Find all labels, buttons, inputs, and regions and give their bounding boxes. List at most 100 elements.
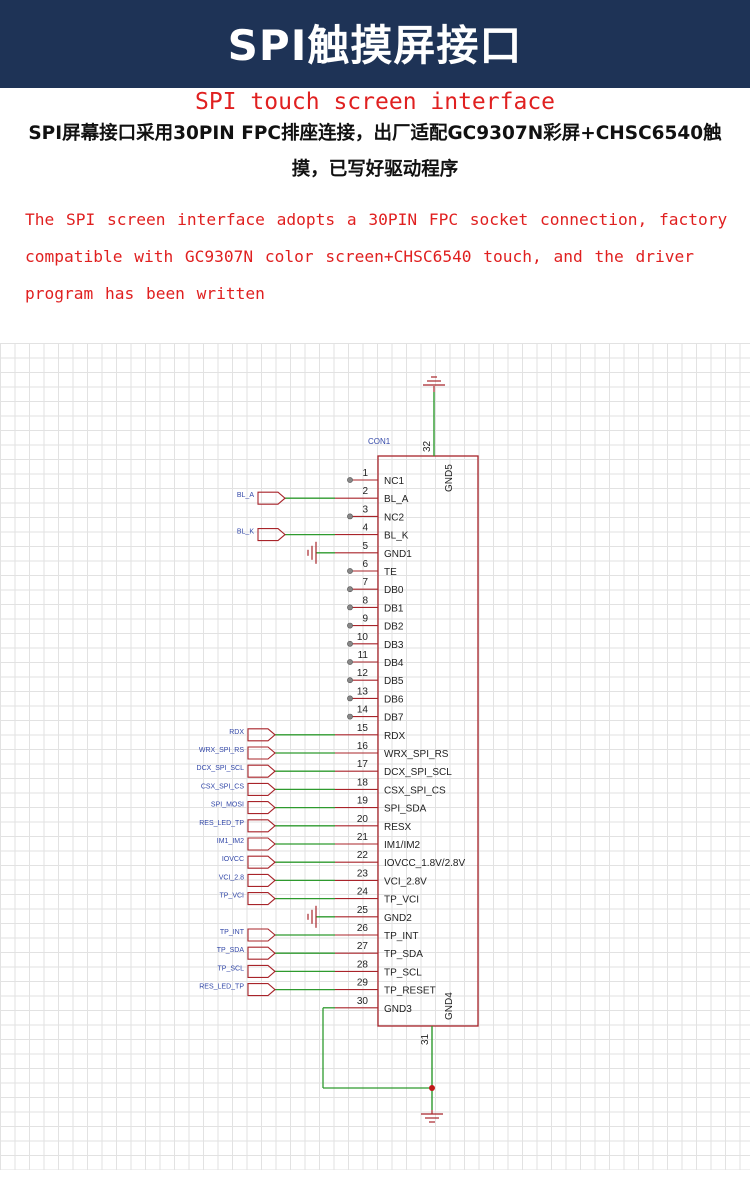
pin-number: 7 — [362, 577, 368, 588]
pin-name: NC1 — [384, 476, 404, 487]
pin-number: 23 — [357, 868, 369, 879]
pin-number: 15 — [357, 723, 369, 734]
net-port-flag — [247, 801, 276, 815]
pin-name: TP_INT — [384, 931, 418, 942]
pin-name: GND1 — [384, 549, 412, 560]
pin-name: DB5 — [384, 676, 404, 687]
pin-name: GND2 — [384, 913, 412, 924]
pin-number: 24 — [357, 887, 369, 898]
pin-number: 22 — [357, 850, 369, 861]
schematic-grid — [0, 343, 750, 1170]
pin-name: DCX_SPI_SCL — [384, 767, 452, 778]
net-label: BL_K — [237, 529, 254, 536]
pin-name: IOVCC_1.8V/2.8V — [384, 858, 465, 869]
net-port-flag — [257, 528, 286, 542]
pin-number: 9 — [362, 614, 368, 625]
pin-number: 20 — [357, 814, 369, 825]
net-label: DCX_SPI_SCL — [197, 765, 245, 772]
net-port-flag — [247, 837, 276, 851]
pin-number: 21 — [357, 832, 369, 843]
net-label: CSX_SPI_CS — [201, 783, 245, 790]
no-connect-dot — [347, 695, 353, 702]
description-chinese: SPI屏幕接口采用30PIN FPC排座连接，出厂适配GC9307N彩屏+CHS… — [28, 123, 722, 180]
net-label: RES_LED_TP — [199, 820, 244, 827]
pin-number: 13 — [357, 686, 369, 697]
pin-name: DB2 — [384, 622, 404, 633]
pin-name: CSX_SPI_CS — [384, 785, 446, 796]
net-label: VCI_2.8 — [219, 874, 244, 881]
pin-number: 27 — [357, 941, 369, 952]
net-port-flag — [247, 946, 276, 960]
subtitle-english: SPI touch screen interface — [194, 89, 556, 115]
pin-name: DB6 — [384, 694, 404, 705]
net-label: TP_INT — [220, 929, 245, 936]
pin-number: 2 — [362, 486, 368, 497]
pin-name: IM1/IM2 — [384, 840, 421, 851]
ground-symbol-icon — [423, 376, 445, 386]
net-label: TP_SCL — [218, 965, 245, 972]
pin-name: DB3 — [384, 640, 404, 651]
pin-number: 19 — [357, 796, 369, 807]
bottom-pin-name: GND4 — [444, 992, 455, 1020]
pin-name: VCI_2.8V — [384, 876, 427, 887]
no-connect-dot — [347, 713, 353, 720]
connector-body — [377, 455, 479, 1027]
net-label: IM1_IM2 — [217, 838, 244, 845]
pin-name: TP_VCI — [384, 895, 419, 906]
no-connect-dot — [347, 659, 353, 665]
pin-number: 28 — [357, 959, 369, 970]
pin-number: 1 — [362, 468, 368, 479]
pin-name: DB7 — [384, 713, 404, 724]
pin-number: 6 — [362, 559, 368, 570]
pin-number: 10 — [357, 632, 369, 643]
net-port-flag — [247, 746, 276, 760]
bottom-pin-number: 31 — [420, 1033, 431, 1045]
pin-number: 14 — [357, 705, 369, 716]
pin-name: DB4 — [384, 658, 404, 669]
no-connect-dot — [347, 513, 353, 520]
net-label: TP_SDA — [217, 947, 245, 954]
pin-name: RDX — [384, 731, 405, 742]
net-label: BL_A — [237, 492, 254, 499]
no-connect-dot — [347, 568, 353, 574]
pin-name: TP_SDA — [384, 949, 423, 960]
component-ref-label: CON1 — [368, 437, 391, 446]
description-english: The SPI screen interface adopts a 30PIN … — [25, 210, 728, 303]
pin-number: 18 — [357, 777, 369, 788]
net-port-flag — [247, 819, 276, 833]
pin-number: 3 — [362, 504, 368, 515]
pin-number: 8 — [362, 595, 368, 606]
ground-symbol-icon — [307, 905, 317, 928]
pin-name: NC2 — [384, 512, 404, 523]
net-label: SPI_MOSI — [211, 802, 244, 809]
junction-dot — [429, 1085, 435, 1091]
pin-number: 5 — [362, 541, 368, 552]
no-connect-dot — [347, 677, 353, 684]
pin-name: BL_A — [384, 494, 409, 505]
no-connect-dot — [347, 622, 353, 629]
pin-name: GND3 — [384, 1004, 412, 1015]
pin-name: SPI_SDA — [384, 804, 427, 815]
net-label: RES_LED_TP — [199, 984, 244, 991]
ground-symbol-icon — [307, 541, 317, 564]
net-port-flag — [247, 983, 276, 997]
top-pin-number: 32 — [422, 440, 433, 452]
pin-number: 26 — [357, 923, 369, 934]
net-label: TP_VCI — [219, 893, 244, 900]
pin-name: WRX_SPI_RS — [384, 749, 449, 760]
net-port-flag — [247, 928, 276, 942]
net-port-flag — [257, 491, 286, 505]
net-label: RDX — [229, 729, 244, 736]
net-label: WRX_SPI_RS — [199, 747, 244, 754]
no-connect-dot — [347, 586, 353, 593]
pin-number: 11 — [358, 650, 369, 661]
pin-name: DB1 — [384, 603, 404, 614]
no-connect-dot — [347, 477, 353, 483]
pin-name: RESX — [384, 822, 412, 833]
ground-bottom-icon — [421, 1113, 443, 1123]
pin-name: TE — [384, 567, 397, 578]
pin-name: TP_RESET — [384, 986, 436, 997]
pin-name: DB0 — [384, 585, 404, 596]
net-port-flag — [247, 728, 276, 742]
